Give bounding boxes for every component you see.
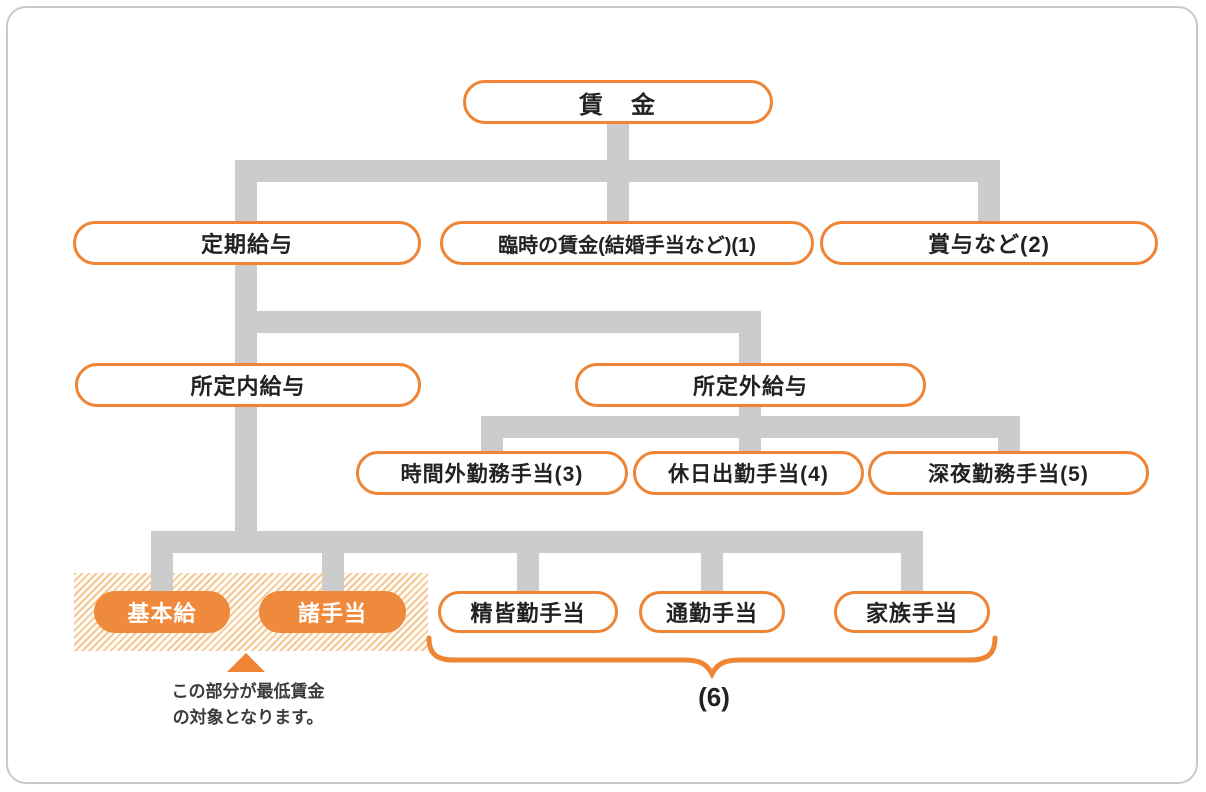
connector-shoteinai-stem bbox=[235, 403, 257, 553]
connector-drop-kazoku bbox=[901, 549, 923, 595]
node-shoteinai-kyuyo: 所定内給与 bbox=[75, 363, 421, 407]
node-kazoku-teate: 家族手当 bbox=[834, 591, 990, 633]
connector-level4-bar bbox=[481, 416, 1020, 438]
minimum-wage-note: この部分が最低賃金 の対象となります。 bbox=[128, 679, 368, 732]
connector-drop-shoteate bbox=[322, 549, 344, 595]
note-line1: この部分が最低賃金 bbox=[171, 682, 325, 701]
connector-drop-shoteigai bbox=[739, 323, 761, 368]
node-tsukin-teate: 通勤手当 bbox=[639, 591, 785, 633]
connector-drop-rinji bbox=[607, 174, 629, 224]
connector-drop-kihonkyu bbox=[151, 549, 173, 595]
connector-drop-shinya bbox=[998, 432, 1020, 455]
group-label-6: (6) bbox=[698, 682, 730, 712]
group-brace-icon bbox=[426, 635, 998, 679]
connector-root-stem bbox=[607, 120, 629, 166]
node-shoteate: 諸手当 bbox=[259, 591, 406, 633]
node-chingin: 賃 金 bbox=[463, 80, 773, 124]
node-kihonkyu: 基本給 bbox=[94, 591, 230, 633]
connector-drop-jikangai bbox=[481, 432, 503, 455]
connector-drop-shoyo bbox=[978, 174, 1000, 224]
node-shoyo-nado: 賞与など(2) bbox=[820, 221, 1158, 265]
connector-drop-tsukin bbox=[701, 549, 723, 595]
connector-drop-seikaikin bbox=[517, 549, 539, 595]
connector-level5-bar bbox=[151, 531, 923, 553]
node-seikaikin-teate: 精皆勤手当 bbox=[438, 591, 618, 633]
node-jikangai-kinmu-teate: 時間外勤務手当(3) bbox=[356, 451, 628, 495]
note-line2: の対象となります。 bbox=[172, 708, 324, 728]
diagram-card: 賃 金 定期給与 臨時の賃金(結婚手当など)(1) 賞与など(2) 所定内給与 … bbox=[6, 6, 1198, 784]
node-teiki-kyuyo: 定期給与 bbox=[73, 221, 421, 265]
connector-level2-bar bbox=[235, 160, 1000, 182]
annotation-pointer-triangle-icon bbox=[227, 653, 265, 672]
connector-drop-teiki bbox=[235, 174, 257, 224]
node-shoteigai-kyuyo: 所定外給与 bbox=[575, 363, 926, 407]
node-kyujitsu-shukkin-teate: 休日出勤手当(4) bbox=[633, 451, 864, 495]
node-shinya-kinmu-teate: 深夜勤務手当(5) bbox=[868, 451, 1149, 495]
node-rinji-chingin: 臨時の賃金(結婚手当など)(1) bbox=[440, 221, 814, 265]
connector-level3-bar bbox=[235, 311, 761, 333]
